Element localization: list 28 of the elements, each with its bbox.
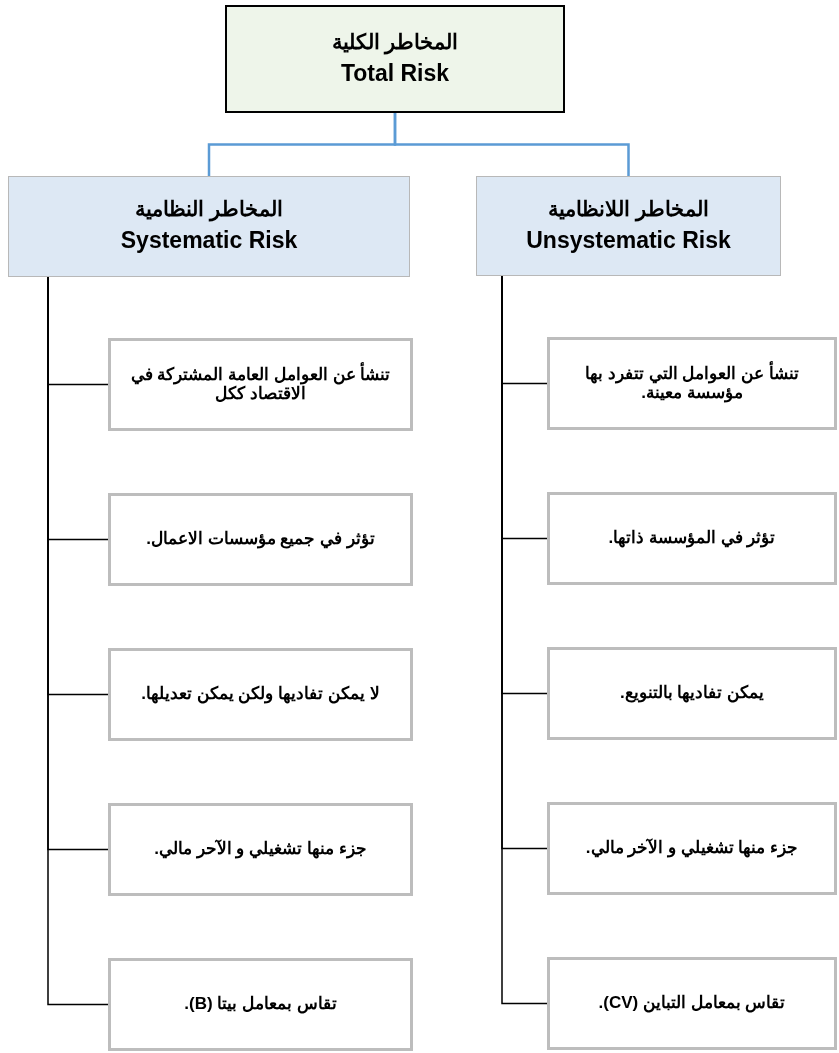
arabic-label: المخاطر الكلية <box>331 29 459 53</box>
description-box <box>108 338 413 431</box>
arabic-label: تؤثر في جميع مؤسسات الاعمال. <box>146 530 375 549</box>
arabic-label: المخاطر النظامية <box>135 197 283 221</box>
description-box <box>108 648 413 741</box>
description-box <box>108 958 413 1051</box>
category-box <box>8 176 410 277</box>
arabic-label: تقاس بمعامل بيتا (B). <box>184 995 337 1014</box>
description-box <box>547 647 837 740</box>
description-box <box>547 492 837 585</box>
english-label: Systematic Risk <box>120 226 298 256</box>
arabic-label: جزء منها تشغيلي و الآخر مالي. <box>585 839 799 858</box>
connector-line <box>393 113 630 176</box>
arabic-label: لا يمكن تفاديها ولكن يمكن تعديلها. <box>141 685 380 704</box>
category-box <box>476 176 781 276</box>
description-box <box>108 803 413 896</box>
root-box <box>225 5 565 113</box>
description-box <box>108 493 413 586</box>
description-box <box>547 957 837 1050</box>
description-box <box>547 337 837 430</box>
arabic-label: تقاس بمعامل التباين (CV). <box>598 994 786 1013</box>
arabic-label: جزء منها تشغيلي و الآحر مالي. <box>154 840 367 859</box>
english-label: Total Risk <box>340 58 450 88</box>
arabic-label: المخاطر اللانظامية <box>548 196 709 220</box>
arabic-label: تؤثر في المؤسسة ذاتها. <box>608 529 776 548</box>
english-label: Unsystematic Risk <box>526 225 731 255</box>
arabic-label: يمكن تفاديها بالتنويع. <box>619 684 765 703</box>
description-box <box>547 802 837 895</box>
